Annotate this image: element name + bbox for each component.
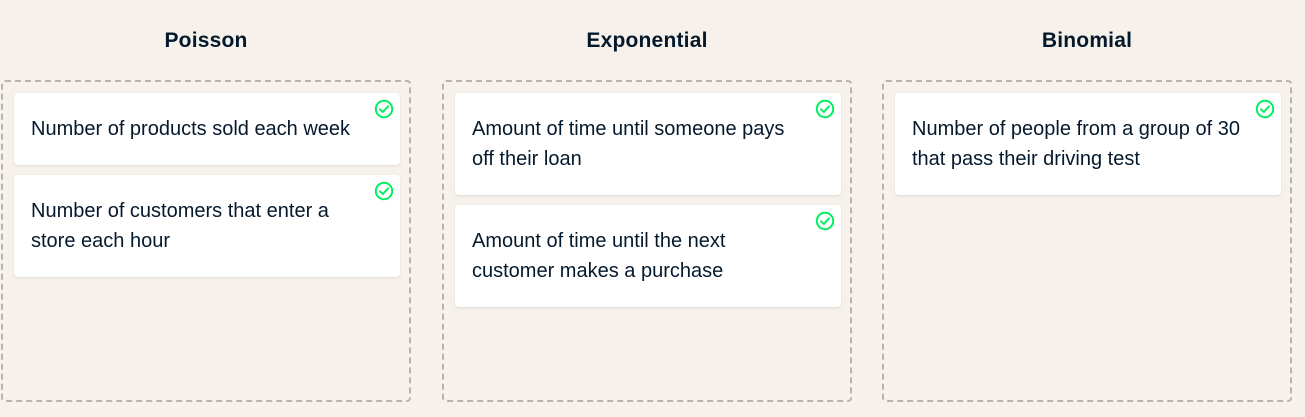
draggable-card[interactable]: Amount of time until the next customer m…: [455, 205, 841, 307]
card-text: Number of products sold each week: [31, 118, 351, 140]
dropzone-exponential[interactable]: Amount of time until someone pays off th…: [442, 80, 852, 402]
check-circle-icon: [374, 181, 394, 201]
column-title: Poisson: [164, 29, 248, 52]
draggable-card[interactable]: Number of products sold each week: [14, 93, 400, 165]
check-circle-icon: [815, 99, 835, 119]
draggable-card[interactable]: Number of people from a group of 30 that…: [895, 93, 1281, 195]
column-title: Binomial: [1041, 29, 1133, 52]
card-text: Amount of time until someone pays off th…: [472, 118, 785, 170]
check-circle-icon: [815, 211, 835, 231]
dropzone-poisson[interactable]: Number of products sold each week Number…: [1, 80, 411, 402]
column-title: Exponential: [586, 29, 708, 52]
card-text: Number of people from a group of 30 that…: [912, 118, 1240, 170]
dropzone-binomial[interactable]: Number of people from a group of 30 that…: [882, 80, 1292, 402]
draggable-card[interactable]: Number of customers that enter a store e…: [14, 175, 400, 277]
check-circle-icon: [374, 99, 394, 119]
card-text: Amount of time until the next customer m…: [472, 230, 726, 282]
check-circle-icon: [1255, 99, 1275, 119]
draggable-card[interactable]: Amount of time until someone pays off th…: [455, 93, 841, 195]
card-text: Number of customers that enter a store e…: [31, 200, 329, 252]
